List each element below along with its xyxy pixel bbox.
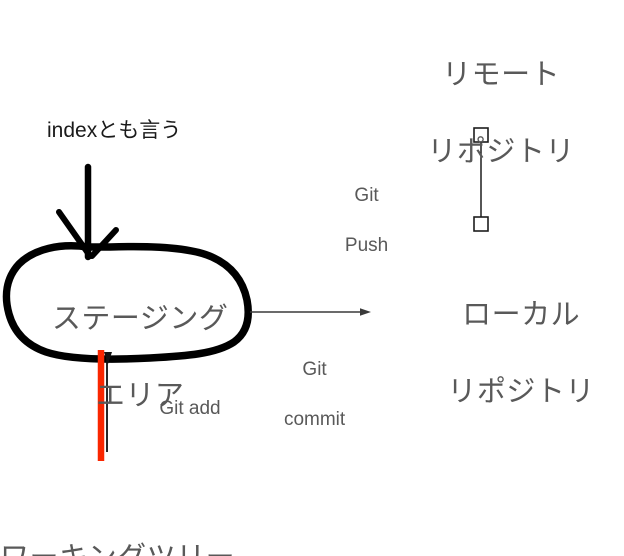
git-commit-line2: commit (283, 409, 346, 431)
local-repository-line1: ローカル (462, 299, 581, 332)
git-commit-line1: Git (302, 359, 327, 381)
edge-label-git-add: Git add (159, 398, 221, 419)
git-commit-arrow (250, 308, 371, 316)
remote-repository-line1: リモート (442, 59, 561, 92)
git-push-line2: Push (344, 235, 389, 257)
staging-area-line2: エリア (95, 379, 185, 412)
edge-label-git-push: Git Push (306, 158, 406, 283)
working-tree-line1: ワーキングツリー (0, 539, 235, 556)
local-repository-line2: リポジトリ (447, 375, 595, 408)
node-label-staging-area: ステージング エリア (8, 262, 238, 453)
node-label-remote-repository: リモート リポジトリ (384, 18, 584, 209)
connector-handle-bottom (473, 216, 489, 232)
index-pointer-arrow (56, 163, 119, 261)
remote-repository-line2: リポジトリ (427, 135, 575, 168)
git-push-line1: Git (354, 185, 379, 207)
node-label-working-tree: ワーキングツリー （作業場） (0, 462, 235, 556)
annotation-index-note: indexとも言う (47, 119, 182, 142)
edge-label-git-commit: Git commit (254, 332, 354, 457)
staging-area-line1: ステージング (51, 303, 229, 336)
node-label-local-repository: ローカル リポジトリ (404, 258, 604, 449)
